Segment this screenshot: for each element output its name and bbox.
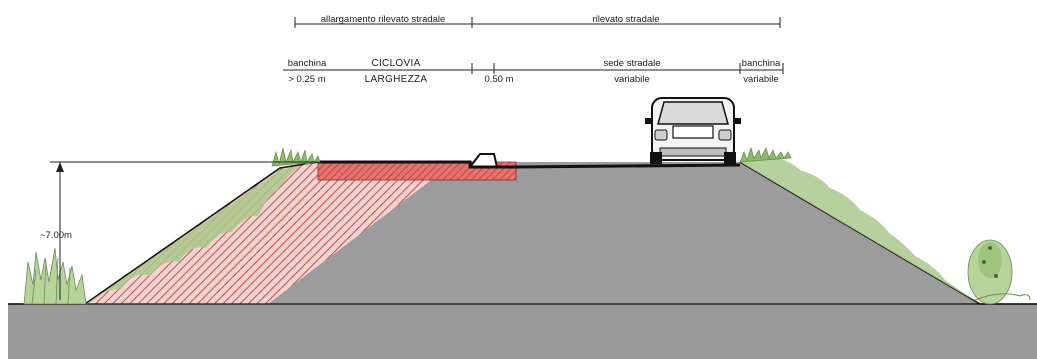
span-dimension-top <box>294 17 781 28</box>
tree-shrub-icon <box>967 239 1031 305</box>
shrub-icon <box>23 247 87 305</box>
column-value: variabile <box>743 74 778 85</box>
column-title: banchina <box>742 58 781 69</box>
column-value: variabile <box>614 74 649 85</box>
column-title: CICLOVIA <box>371 58 420 69</box>
curb <box>467 153 499 168</box>
road-surface <box>318 160 741 169</box>
column-value: LARGHEZZA <box>365 74 428 85</box>
column-title: banchina <box>288 58 327 69</box>
column-value: 0.50 m <box>484 74 513 85</box>
widening-span-label: allargamento rilevato stradale <box>321 14 446 25</box>
height-label: ~7.00m <box>40 230 72 241</box>
grass-icon-right <box>739 146 980 304</box>
ground-base <box>8 304 1037 359</box>
car-icon <box>645 97 741 164</box>
column-value: > 0.25 m <box>288 74 325 85</box>
column-title: sede stradale <box>603 58 660 69</box>
embankment-span-label: rilevato stradale <box>592 14 659 25</box>
height-dimension <box>50 161 318 300</box>
span-dimension-columns <box>283 63 784 74</box>
embankment-widening <box>85 162 455 304</box>
